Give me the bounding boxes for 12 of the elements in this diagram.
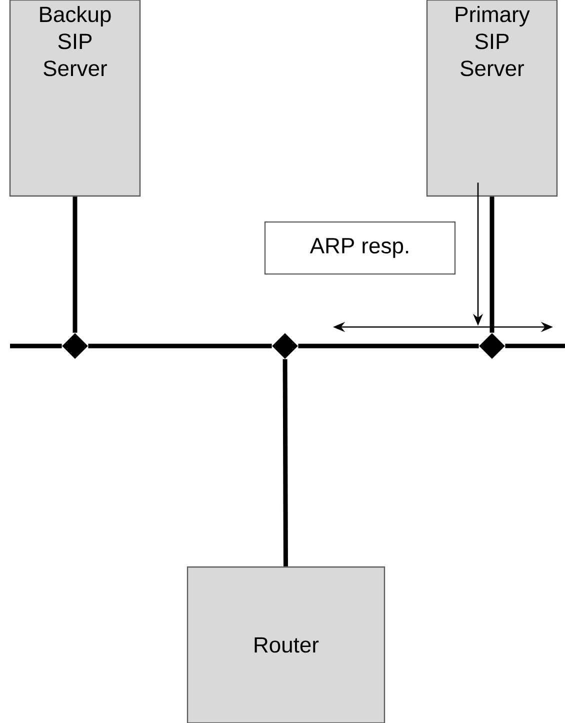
connector-line [282, 359, 288, 566]
junction-diamond [272, 333, 298, 359]
junction-diamond [62, 333, 88, 359]
connector-line [72, 196, 78, 333]
connector-line [88, 344, 272, 348]
router-box: Router [186, 566, 386, 723]
server-box: Backup SIP Server [9, 0, 141, 197]
junction-diamond [479, 333, 505, 359]
message-label-box: ARP resp. [264, 222, 456, 274]
server-box: Primary SIP Server [426, 0, 558, 197]
connector-line [490, 196, 494, 333]
connector-line [298, 344, 479, 348]
